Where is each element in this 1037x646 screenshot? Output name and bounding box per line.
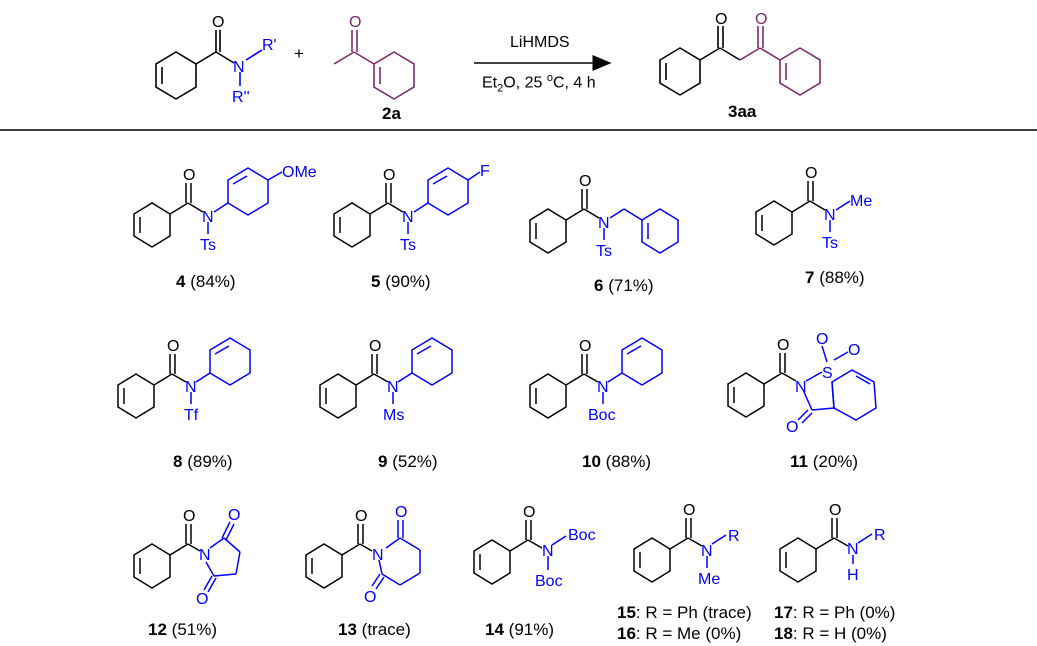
atom-f: F (480, 163, 490, 180)
atom-o: O (848, 342, 860, 359)
atom-o: O (228, 507, 240, 524)
group-boc: Boc (568, 527, 596, 544)
atom-o: O (777, 337, 789, 354)
compound-caption-11: 11 (20%) (790, 452, 859, 471)
plus-sign: + (294, 44, 304, 63)
compound-caption-8: 8 (89%) (173, 452, 233, 471)
acetophenone-2a (333, 30, 415, 100)
atom-o: O (786, 419, 798, 436)
rgroup-entry-15: 15: R = Ph (trace) (617, 603, 752, 622)
atom-o: O (805, 165, 817, 182)
group-ome: OMe (282, 164, 317, 181)
compound-caption-6: 6 (71%) (594, 276, 654, 295)
conditions-label: Et2O, 25 oC, 4 h (482, 72, 596, 95)
atom-o: O (579, 173, 591, 190)
rgroup-entry-17: 17: R = Ph (0%) (774, 603, 896, 622)
atom-n: N (795, 379, 807, 396)
group-r-double-prime: R'' (232, 89, 250, 106)
atom-o: O (395, 504, 407, 521)
atom-n: N (202, 209, 214, 226)
atom-o: O (183, 167, 195, 184)
atom-o: O (196, 591, 208, 608)
atom-o: O (364, 589, 376, 606)
rgroup-entry-18: 18: R = H (0%) (774, 624, 887, 643)
group-tf: Tf (184, 407, 199, 424)
rgroup-entry-16: 16: R = Me (0%) (617, 624, 742, 643)
atom-n: N (824, 207, 836, 224)
structure-4 (133, 167, 283, 248)
atom-o: O (349, 14, 361, 31)
atom-labels: O N R' R'' O O O O N Ts OMe O N Ts F O N… (167, 11, 886, 608)
compound-caption-10: 10 (88%) (582, 452, 652, 471)
group-me: Me (850, 193, 872, 210)
reagent-label: LiHMDS (510, 34, 570, 51)
structure-5 (333, 167, 481, 248)
atom-n: N (701, 543, 713, 560)
structure-8 (117, 337, 251, 419)
atom-n: N (233, 59, 245, 76)
compound-caption-14: 14 (91%) (485, 620, 555, 639)
structure-14 (473, 520, 567, 585)
atom-o: O (212, 14, 224, 31)
compound-label-3aa: 3aa (728, 102, 757, 121)
group-ts: Ts (822, 235, 838, 252)
product-3aa (659, 26, 821, 96)
compound-caption-12: 12 (51%) (148, 620, 218, 639)
atom-o: O (579, 338, 591, 355)
atom-o: O (683, 502, 695, 519)
group-ts: Ts (400, 237, 416, 254)
group-r: R (874, 527, 886, 544)
atom-h: H (847, 567, 859, 584)
group-boc: Boc (588, 407, 616, 424)
group-r-prime: R' (262, 37, 277, 54)
compound-caption-5: 5 (90%) (371, 272, 431, 291)
atom-o: O (816, 331, 828, 348)
structure-13 (305, 520, 421, 590)
atom-s: S (822, 365, 833, 382)
atom-o: O (755, 11, 767, 28)
atom-n: N (372, 547, 384, 564)
structure-9 (319, 337, 453, 419)
structure-17-18 (779, 518, 873, 583)
structure-15-16 (633, 518, 727, 583)
atom-n: N (387, 379, 399, 396)
structure-11 (727, 345, 877, 424)
atom-o: O (523, 504, 535, 521)
compound-caption-9: 9 (52%) (378, 452, 438, 471)
atom-o: O (167, 338, 179, 355)
group-boc: Boc (535, 573, 563, 590)
group-ms: Ms (383, 407, 404, 424)
atom-o: O (369, 338, 381, 355)
compound-caption-13: 13 (trace) (338, 620, 411, 639)
atom-n: N (199, 547, 211, 564)
structure-6 (529, 189, 679, 254)
atom-o: O (383, 167, 395, 184)
group-ts: Ts (596, 243, 612, 260)
atom-n: N (542, 543, 554, 560)
group-ts: Ts (200, 237, 216, 254)
compound-caption-7: 7 (88%) (805, 268, 865, 287)
atom-o: O (829, 502, 841, 519)
atom-n: N (402, 209, 414, 226)
atom-n: N (598, 215, 610, 232)
amide-reactant (155, 30, 263, 100)
compound-caption-4: 4 (84%) (176, 272, 236, 291)
structure-7 (755, 181, 851, 246)
atom-n: N (185, 379, 197, 396)
structure-10 (529, 337, 663, 419)
atom-n: N (597, 379, 609, 396)
atom-n: N (847, 541, 859, 558)
group-r: R (728, 528, 740, 545)
atom-o: O (715, 11, 727, 28)
structure-12 (133, 521, 241, 593)
atom-o: O (355, 508, 367, 525)
atom-o: O (183, 508, 195, 525)
compound-label-2a: 2a (382, 104, 401, 123)
group-me: Me (698, 571, 720, 588)
